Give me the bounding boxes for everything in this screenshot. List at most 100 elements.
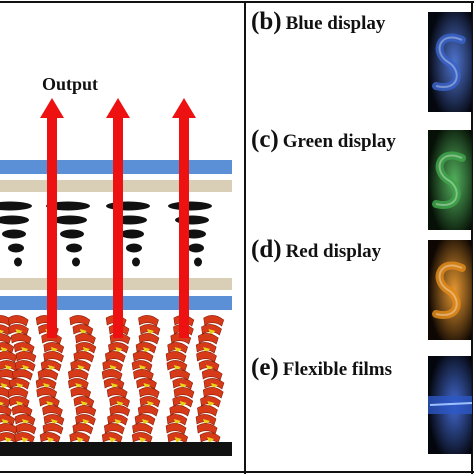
- letter-s-core: [435, 264, 463, 317]
- helix-segment: [197, 405, 218, 417]
- photo-panels: [428, 12, 473, 454]
- output-label: Output: [42, 74, 99, 94]
- helix-segment: [7, 387, 29, 399]
- lc-droplet: [168, 201, 212, 211]
- helix-segment: [108, 342, 129, 354]
- panel-e-title: Flexible films: [282, 359, 392, 380]
- arrow-shaft: [47, 118, 57, 338]
- lc-droplet: [120, 229, 144, 239]
- panel-d-title: Red display: [285, 241, 382, 262]
- helix-segment: [42, 405, 63, 417]
- helix-highlight: [207, 437, 215, 443]
- helix-segment: [139, 396, 161, 408]
- lc-droplet: [53, 215, 87, 225]
- helix-column: [67, 315, 97, 444]
- helix-segment: [134, 414, 156, 426]
- film-highlight: [429, 402, 473, 406]
- helix-segment: [138, 315, 159, 327]
- helix-column: [7, 315, 37, 444]
- helix-segment: [104, 351, 126, 363]
- helix-segment: [102, 360, 124, 372]
- helix-highlight: [0, 329, 5, 335]
- helix-highlight: [47, 437, 55, 443]
- helix-segment: [13, 342, 35, 354]
- helix-segment: [7, 315, 29, 327]
- helix-column: [195, 315, 225, 444]
- helix-segment: [195, 414, 217, 426]
- helix-segment: [67, 369, 89, 381]
- arrow-head: [172, 98, 196, 118]
- helix-segment: [132, 351, 154, 363]
- panel-c-label: (c) Green display: [251, 126, 396, 154]
- helix-segment: [75, 405, 97, 417]
- panel-e-label: (e) Flexible films: [251, 354, 392, 382]
- letter-s-glow: [432, 261, 466, 319]
- helix-segment: [139, 324, 161, 336]
- helix-segment: [107, 414, 128, 426]
- helix-segment: [42, 423, 64, 435]
- helix-segment: [137, 405, 159, 417]
- panel-b-letter: (b): [251, 8, 282, 35]
- panel-b-label: (b) Blue display: [251, 8, 385, 36]
- helix-segment: [12, 369, 33, 381]
- helix-highlight: [109, 437, 117, 443]
- helix-segment: [167, 342, 189, 354]
- panel-d-label: (d) Red display: [251, 236, 381, 264]
- lc-droplet: [14, 257, 22, 267]
- helix-segment: [135, 342, 157, 354]
- lc-droplet: [60, 229, 84, 239]
- output-arrows: [40, 98, 196, 338]
- arrow-head: [106, 98, 130, 118]
- helix-highlight: [76, 437, 84, 443]
- helix-segment: [15, 423, 37, 435]
- helix-segment: [15, 351, 37, 363]
- helix-segment: [9, 378, 30, 390]
- helix-segment: [131, 360, 153, 372]
- helix-segment: [70, 360, 91, 372]
- cholesteric-helix-layer: [0, 315, 225, 444]
- helix-highlight: [114, 419, 122, 425]
- helix-segment: [138, 387, 160, 399]
- helix-segment: [73, 351, 95, 363]
- helix-segment: [109, 396, 130, 408]
- helix-segment: [203, 378, 225, 390]
- helix-column: [101, 315, 131, 444]
- panel-e-letter: (e): [251, 354, 279, 381]
- lc-droplet: [8, 243, 24, 253]
- helix-segment: [165, 351, 187, 363]
- helix-segment: [197, 333, 219, 345]
- helix-segment: [173, 387, 195, 399]
- helix-segment: [201, 324, 222, 336]
- helix-segment: [132, 423, 153, 435]
- helix-segment: [165, 423, 187, 435]
- helix-segment: [202, 387, 224, 399]
- helix-highlight: [4, 437, 12, 443]
- helix-segment: [0, 324, 11, 336]
- panel-d-letter: (d): [251, 236, 282, 263]
- helix-segment: [172, 378, 194, 390]
- helix-segment: [169, 405, 191, 417]
- lc-droplet: [2, 229, 26, 239]
- helix-highlight: [208, 329, 216, 335]
- helix-segment: [109, 405, 131, 417]
- helix-segment: [166, 414, 188, 426]
- arrow-head: [40, 98, 64, 118]
- helix-segment: [43, 414, 65, 426]
- letter-s-core: [435, 154, 463, 207]
- letter-s-glow: [432, 151, 466, 209]
- display-photo: [428, 12, 472, 112]
- helix-segment: [0, 423, 18, 435]
- letter-s-core: [435, 36, 463, 89]
- display-photo: [428, 240, 472, 340]
- helix-segment: [14, 360, 36, 372]
- helix-highlight: [139, 437, 147, 443]
- helix-segment: [72, 423, 94, 435]
- helix-segment: [101, 369, 123, 381]
- helix-highlight: [48, 365, 56, 371]
- helix-segment: [203, 315, 225, 327]
- display-photo: [428, 356, 473, 454]
- helix-segment: [138, 333, 160, 345]
- helix-segment: [75, 342, 97, 354]
